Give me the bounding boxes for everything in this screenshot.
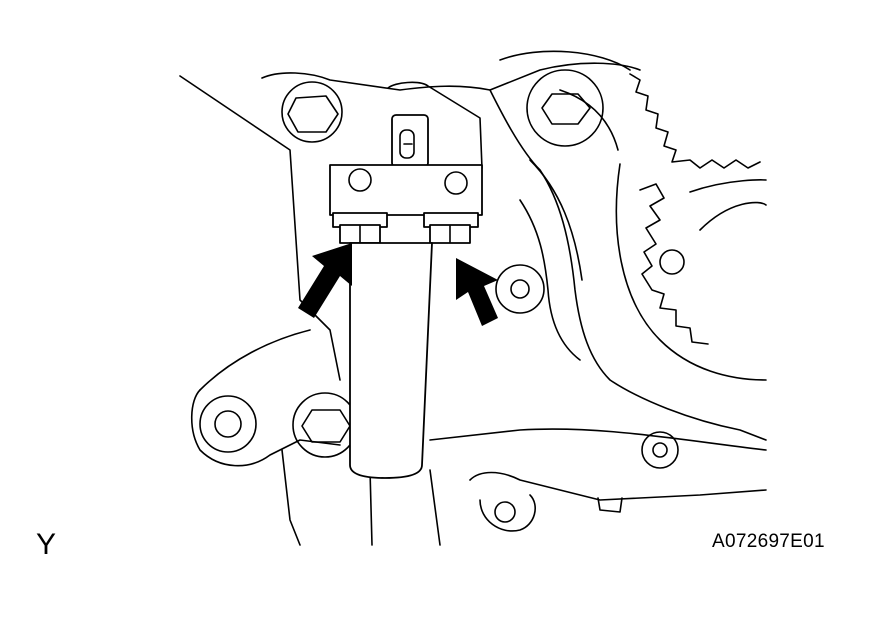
housing-bolts (199, 69, 685, 469)
pointer-arrow-icon (456, 258, 498, 326)
pointer-arrow-icon (298, 243, 352, 318)
crankshaft-position-sensor (329, 81, 483, 479)
pointer-arrows (298, 243, 498, 326)
figure-id: A072697E01 (712, 531, 825, 552)
view-label: Y (36, 528, 57, 561)
timing-rotor (615, 73, 767, 381)
engine-housing (179, 50, 767, 546)
